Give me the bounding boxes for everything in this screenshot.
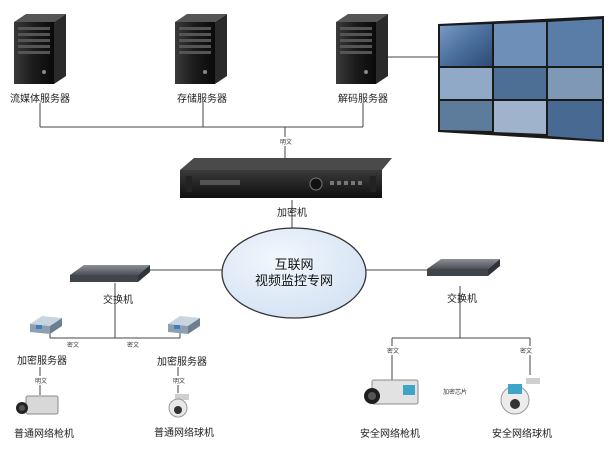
right-encrypt-server-label: 加密服务器 bbox=[157, 357, 207, 368]
link-label-encryptor-top: 明文 bbox=[279, 137, 294, 146]
left-encrypt-server-box bbox=[30, 316, 62, 334]
right-encrypt-server-box bbox=[168, 316, 200, 334]
right-switch-label: 交换机 bbox=[447, 294, 477, 305]
encryptor-rack bbox=[180, 158, 392, 198]
left-switch bbox=[70, 265, 150, 282]
secure-dome-camera-label: 安全网络球机 bbox=[492, 429, 552, 440]
network-cloud bbox=[221, 227, 367, 319]
link-label-bullet: 明文 bbox=[34, 376, 49, 385]
encryptor-label: 加密机 bbox=[277, 208, 307, 219]
streaming-server-label: 流媒体服务器 bbox=[10, 94, 70, 105]
encryption-chip-label: 加密芯片 bbox=[442, 387, 469, 396]
link-label-left-a: 密文 bbox=[66, 340, 81, 349]
decoding-server-tower bbox=[336, 14, 388, 84]
streaming-server-tower bbox=[14, 14, 66, 84]
bullet-camera-label: 普通网络枪机 bbox=[14, 429, 74, 440]
left-switch-label: 交换机 bbox=[103, 295, 133, 306]
secure-bullet-camera-label: 安全网络枪机 bbox=[360, 429, 420, 440]
storage-server-tower bbox=[175, 14, 227, 84]
network-line-1: 互联网 bbox=[274, 258, 314, 273]
right-switch bbox=[427, 259, 500, 276]
dome-camera bbox=[168, 394, 189, 418]
video-wall bbox=[438, 16, 604, 142]
decoding-server-label: 解码服务器 bbox=[338, 94, 388, 105]
link-label-dome: 明文 bbox=[172, 376, 187, 385]
link-label-right-b: 密文 bbox=[519, 346, 534, 355]
secure-dome-camera bbox=[500, 378, 540, 415]
network-cloud-label: 互联网 视频监控专网 bbox=[230, 258, 358, 290]
storage-server-label: 存储服务器 bbox=[177, 94, 227, 105]
dome-camera-label: 普通网络球机 bbox=[154, 428, 214, 439]
link-label-right-a: 密文 bbox=[386, 346, 401, 355]
link-label-left-b: 密文 bbox=[126, 340, 141, 349]
secure-bullet-camera bbox=[364, 379, 419, 405]
bullet-camera bbox=[16, 395, 59, 415]
network-line-2: 视频监控专网 bbox=[254, 274, 333, 289]
left-encrypt-server-label: 加密服务器 bbox=[17, 356, 67, 367]
